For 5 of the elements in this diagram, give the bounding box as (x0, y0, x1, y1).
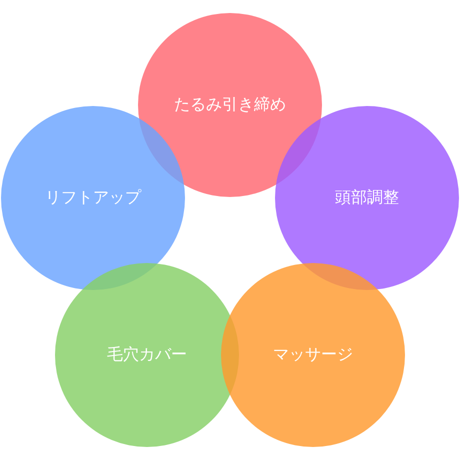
circle-label: たるみ引き締め (174, 94, 286, 116)
circle-label: マッサージ (273, 344, 353, 366)
circle-label: 頭部調整 (335, 188, 399, 208)
circle-label: リフトアップ (45, 188, 141, 208)
circle-label: 毛穴カバー (107, 344, 187, 366)
